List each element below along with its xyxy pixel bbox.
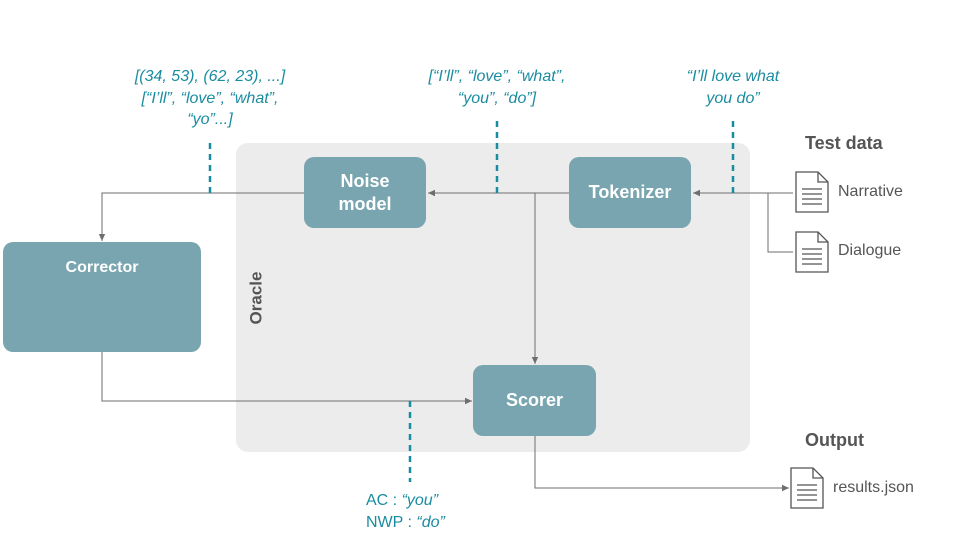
test-data-title: Test data: [805, 133, 883, 153]
noise-output-line-2: [“I’ll”, “love”, “what”,: [141, 89, 279, 107]
noise-output-line-3: “yo”...]: [187, 111, 233, 129]
dialogue-to-tokenizer-line: [767, 193, 793, 253]
dialogue-file-label: Dialogue: [838, 242, 902, 259]
sentence-line-1: “I’ll love what: [686, 68, 780, 85]
tokens-line-1: [“I’ll”, “love”, “what”,: [428, 68, 566, 85]
output-title: Output: [805, 430, 864, 450]
scorer-to-output-arrow: [534, 436, 789, 492]
sentence-callout: “I’ll love what you do”: [658, 66, 808, 109]
corrector-box: Corrector: [3, 242, 201, 352]
tokenizer-box: Tokenizer: [569, 157, 691, 228]
narrative-file-icon: [795, 171, 829, 213]
noise-output-line-1: [(34, 53), (62, 23), ...]: [134, 68, 286, 85]
narrative-file-label: Narrative: [838, 183, 903, 200]
noise-output-callout: [(34, 53), (62, 23), ...] [“I’ll”, “love…: [108, 66, 312, 131]
scorer-box: Scorer: [473, 365, 596, 436]
ac-result: AC : “you”: [366, 492, 439, 509]
results-file-label: results.json: [833, 479, 914, 496]
dialogue-file-icon: [795, 231, 829, 273]
tokens-callout: [“I’ll”, “love”, “what”, “you”, “do”]: [397, 66, 597, 109]
results-file-icon: [790, 467, 824, 509]
nwp-result: NWP : “do”: [366, 514, 445, 532]
tokens-line-2: “you”, “do”]: [457, 89, 537, 107]
noise-model-box: Noise model: [304, 157, 426, 228]
noise-to-corrector-arrow: [98, 192, 304, 241]
evaluation-results: AC : “you” NWP : “do”: [366, 490, 445, 535]
corrector-to-scorer-arrow: [101, 352, 472, 405]
sentence-line-2: you do”: [706, 89, 760, 107]
